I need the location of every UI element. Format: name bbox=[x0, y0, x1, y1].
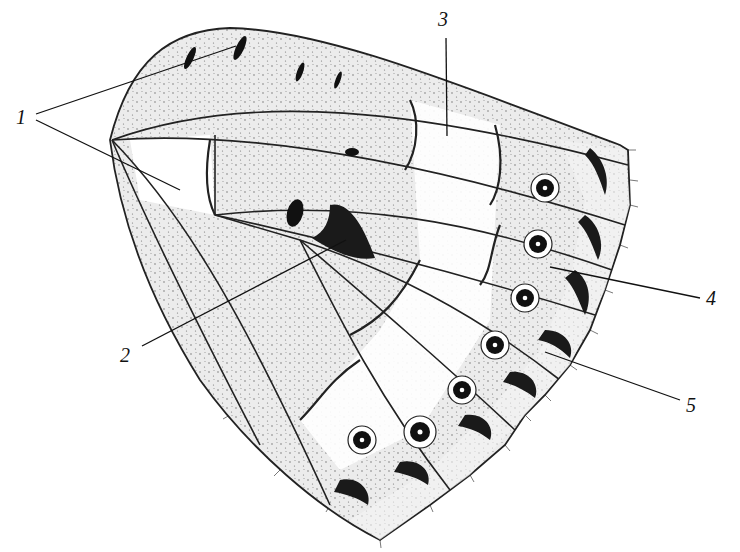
callout-number: 3 bbox=[436, 8, 450, 30]
wing-veins bbox=[112, 111, 628, 505]
dark-patch bbox=[312, 204, 375, 258]
marginal-crescents bbox=[334, 148, 607, 505]
spots bbox=[182, 35, 359, 229]
callout-number: 1 bbox=[14, 106, 28, 128]
callout-number: 4 bbox=[704, 287, 718, 309]
eyespots bbox=[348, 174, 559, 454]
wing-outline bbox=[110, 28, 630, 540]
callout-number: 5 bbox=[684, 394, 698, 416]
white-band bbox=[300, 100, 500, 470]
leader-lines bbox=[36, 38, 700, 400]
callout-number: 2 bbox=[118, 344, 132, 366]
